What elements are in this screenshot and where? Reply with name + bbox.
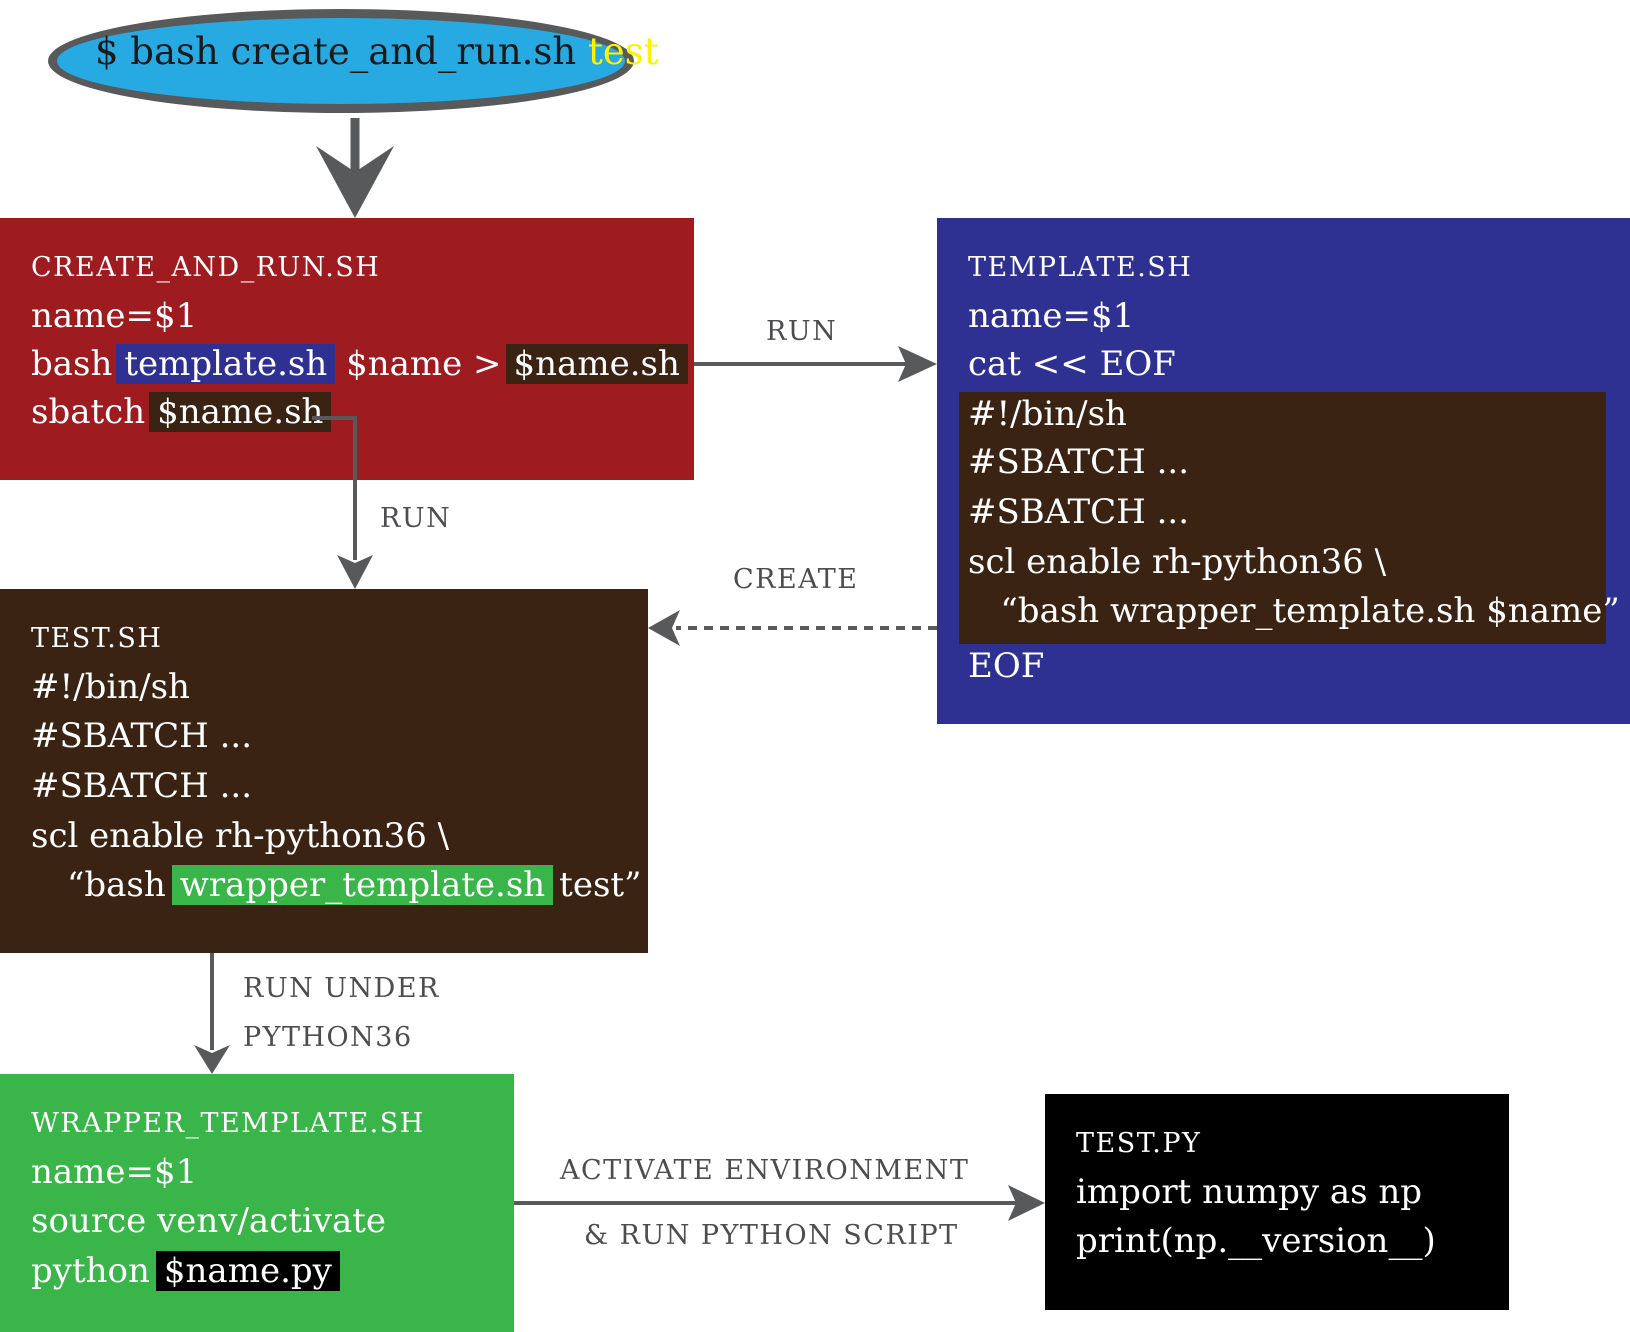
test-py-box: TEST.PY import numpy as np print(np.__ve…: [1045, 1094, 1509, 1310]
template-sh-line1: name=$1: [968, 296, 1135, 336]
create-and-run-title: CREATE_AND_RUN.SH: [31, 252, 381, 283]
test-sh-bash-post: test”: [559, 865, 642, 905]
start-command-node: [48, 9, 634, 113]
test-sh-line-shebang: #!/bin/sh: [31, 667, 190, 707]
edge-label-activate-2: & RUN PYTHON SCRIPT: [584, 1220, 959, 1251]
create-and-run-line3: sbatch$name.sh: [31, 388, 332, 437]
heredoc-line-sbatch-2: #SBATCH ...: [968, 492, 1190, 532]
name-sh-output-highlight: $name.sh: [505, 344, 688, 384]
wrapper-line1: name=$1: [31, 1152, 198, 1192]
edge-label-run-down: RUN: [380, 503, 452, 534]
wrapper-line3-pre: python: [31, 1251, 150, 1291]
create-and-run-line2-pre: bash: [31, 344, 113, 384]
wrapper-line3: python$name.py: [31, 1247, 340, 1296]
test-sh-title: TEST.SH: [31, 623, 163, 654]
start-argument: test: [588, 30, 659, 73]
edge-label-run-under-2: PYTHON36: [243, 1022, 413, 1053]
edge-label-run-right: RUN: [766, 316, 838, 347]
template-sh-highlight: template.sh: [116, 344, 336, 384]
test-sh-line-scl: scl enable rh-python36 \: [31, 816, 450, 856]
template-sh-heredoc-block: #!/bin/sh #SBATCH ... #SBATCH ... scl en…: [959, 392, 1620, 644]
template-sh-eof: EOF: [968, 646, 1045, 686]
heredoc-line-bash-wrapper: “bash wrapper_template.sh $name”: [968, 591, 1620, 631]
arrow-head-run-to-test-sh: [337, 555, 373, 589]
arrow-head-run-under: [194, 1045, 230, 1074]
wrapper-template-box: WRAPPER_TEMPLATE.SH name=$1 source venv/…: [0, 1074, 514, 1332]
name-py-highlight: $name.py: [155, 1251, 340, 1291]
arrow-head-start: [316, 146, 394, 218]
edge-label-run-under-1: RUN UNDER: [243, 973, 440, 1004]
template-sh-title: TEMPLATE.SH: [968, 252, 1193, 283]
test-py-line2: print(np.__version__): [1076, 1221, 1436, 1261]
test-sh-bash-pre: “bash: [67, 865, 166, 905]
test-py-line1: import numpy as np: [1076, 1172, 1423, 1212]
test-sh-box: TEST.SH #!/bin/sh #SBATCH ... #SBATCH ..…: [0, 589, 648, 953]
start-command-text: $ bash create_and_run.sh test: [95, 30, 659, 73]
wrapper-template-title: WRAPPER_TEMPLATE.SH: [31, 1108, 425, 1139]
create-and-run-line2-mid: $name >: [346, 344, 502, 384]
wrapper-line2: source venv/activate: [31, 1201, 387, 1241]
start-command: $ bash create_and_run.sh: [95, 30, 577, 73]
heredoc-line-scl: scl enable rh-python36 \: [968, 542, 1387, 582]
create-and-run-line1: name=$1: [31, 296, 198, 336]
sbatch-name-sh-highlight: $name.sh: [149, 392, 332, 432]
heredoc-line-shebang: #!/bin/sh: [968, 394, 1127, 434]
test-sh-line-sbatch-2: #SBATCH ...: [31, 766, 253, 806]
test-sh-line-sbatch-1: #SBATCH ...: [31, 716, 253, 756]
wrapper-template-sh-highlight: wrapper_template.sh: [171, 865, 554, 905]
template-sh-box: TEMPLATE.SH name=$1 cat << EOF #!/bin/sh…: [937, 218, 1630, 724]
arrow-head-run-to-template: [898, 346, 937, 382]
arrow-head-create: [648, 610, 680, 646]
test-py-title: TEST.PY: [1076, 1128, 1202, 1159]
create-and-run-line3-pre: sbatch: [31, 392, 146, 432]
edge-label-create: CREATE: [733, 564, 859, 595]
edge-label-activate-1: ACTIVATE ENVIRONMENT: [560, 1155, 970, 1186]
arrow-run-to-test-sh: [312, 416, 357, 560]
arrow-head-activate: [1008, 1185, 1045, 1221]
heredoc-line-sbatch-1: #SBATCH ...: [968, 442, 1190, 482]
template-sh-line2: cat << EOF: [968, 344, 1176, 384]
